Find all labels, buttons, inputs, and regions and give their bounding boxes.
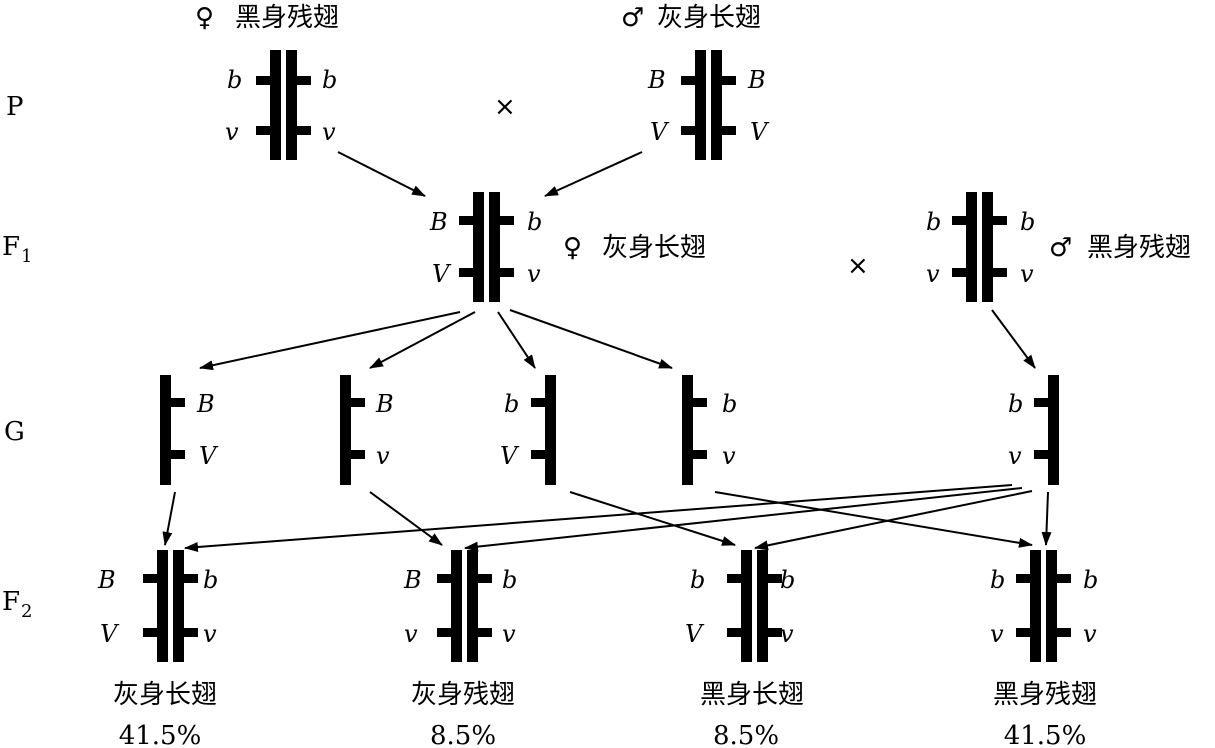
f2-percentage: 41.5% xyxy=(1004,721,1087,748)
allele-label: v xyxy=(322,118,336,146)
female-symbol-icon: ♀ xyxy=(563,233,582,263)
allele-label: V xyxy=(500,442,520,470)
generation-label-f2: F2 xyxy=(2,587,33,622)
male-symbol-icon: ♂ xyxy=(1049,233,1072,263)
f1-male-chromosome-pair xyxy=(952,192,1007,302)
allele-label: V xyxy=(685,620,705,648)
allele-label: v xyxy=(722,442,736,470)
allele-label: v xyxy=(1083,620,1097,648)
allele-label: B xyxy=(375,390,394,418)
allele-label: v xyxy=(502,620,516,648)
arrow xyxy=(199,311,461,371)
allele-label: b xyxy=(203,566,218,594)
allele-label: B xyxy=(429,208,448,236)
f1-male-phenotype: 黑身残翅 xyxy=(1087,233,1191,263)
allele-label: b xyxy=(504,390,519,418)
allele-label: B xyxy=(196,390,215,418)
allele-label: b xyxy=(990,566,1005,594)
gamete-chromosome xyxy=(1034,375,1059,485)
f2-percentage: 8.5% xyxy=(713,721,779,748)
arrow xyxy=(991,309,1036,369)
cross-symbol-icon: × xyxy=(847,251,869,281)
f2-percentage: 8.5% xyxy=(430,721,496,748)
allele-label: v xyxy=(780,620,794,648)
arrow xyxy=(544,151,643,197)
allele-label: v xyxy=(926,260,940,288)
allele-label: B xyxy=(747,66,766,94)
p-female-phenotype: 黑身残翅 xyxy=(235,3,339,33)
allele-label: v xyxy=(203,620,217,648)
allele-label: b xyxy=(527,208,542,236)
gamete-chromosome xyxy=(160,375,185,485)
arrow xyxy=(714,491,1033,548)
arrow xyxy=(464,487,1023,552)
f2-phenotype-label: 黑身长翅 xyxy=(700,680,804,710)
arrow xyxy=(369,491,443,546)
allele-label: v xyxy=(1020,260,1034,288)
f2-phenotype-label: 黑身残翅 xyxy=(993,680,1097,710)
f1-female-chromosome-pair xyxy=(459,192,514,302)
allele-label: v xyxy=(1008,442,1022,470)
allele-label: b xyxy=(690,566,705,594)
allele-label: B xyxy=(647,66,666,94)
allele-label: v xyxy=(404,620,418,648)
allele-label: B xyxy=(403,566,422,594)
f2-phenotype-label: 灰身残翅 xyxy=(411,680,515,710)
male-symbol-icon: ♂ xyxy=(621,3,644,33)
f2-chromosome-pair xyxy=(727,550,782,662)
gamete-chromosome xyxy=(340,375,365,485)
arrow xyxy=(184,484,1013,552)
allele-label: b xyxy=(502,566,517,594)
arrow xyxy=(337,151,426,197)
f2-phenotype-label: 灰身长翅 xyxy=(113,680,217,710)
f2-chromosome-pair xyxy=(143,550,198,662)
f1-female-phenotype: 灰身长翅 xyxy=(602,233,706,263)
generation-label-g: G xyxy=(4,417,25,447)
allele-label: B xyxy=(97,566,116,594)
generation-label-f1: F1 xyxy=(2,232,33,267)
gamete-chromosome xyxy=(531,375,556,485)
allele-label: v xyxy=(376,442,390,470)
allele-label: V xyxy=(199,442,219,470)
allele-label: V xyxy=(650,118,670,146)
allele-label: v xyxy=(990,620,1004,648)
allele-label: b xyxy=(926,208,941,236)
p-male-chromosome-pair xyxy=(681,50,736,160)
allele-label: b xyxy=(780,566,795,594)
allele-label: b xyxy=(1083,566,1098,594)
gamete-chromosome xyxy=(682,375,707,485)
allele-label: V xyxy=(100,620,120,648)
allele-label: v xyxy=(225,118,239,146)
arrow xyxy=(497,311,536,369)
p-male-phenotype: 灰身长翅 xyxy=(657,3,761,33)
p-female-chromosome-pair xyxy=(256,50,311,160)
allele-label: b xyxy=(322,66,337,94)
female-symbol-icon: ♀ xyxy=(195,3,214,33)
allele-label: V xyxy=(750,118,770,146)
f2-chromosome-pair xyxy=(437,550,492,662)
arrow xyxy=(162,491,176,546)
generation-label-p: P xyxy=(6,92,24,122)
allele-label: v xyxy=(527,260,541,288)
cross-symbol-icon: × xyxy=(494,92,516,122)
allele-label: b xyxy=(227,66,242,94)
allele-label: b xyxy=(1020,208,1035,236)
arrow xyxy=(509,309,673,369)
arrow xyxy=(754,490,1033,551)
allele-label: b xyxy=(1008,390,1023,418)
arrow xyxy=(1041,491,1052,546)
f2-chromosome-pair xyxy=(1016,550,1071,662)
arrow xyxy=(569,491,736,546)
allele-label: b xyxy=(722,390,737,418)
arrow xyxy=(369,311,476,369)
allele-label: V xyxy=(432,260,452,288)
f2-percentage: 41.5% xyxy=(119,721,202,748)
